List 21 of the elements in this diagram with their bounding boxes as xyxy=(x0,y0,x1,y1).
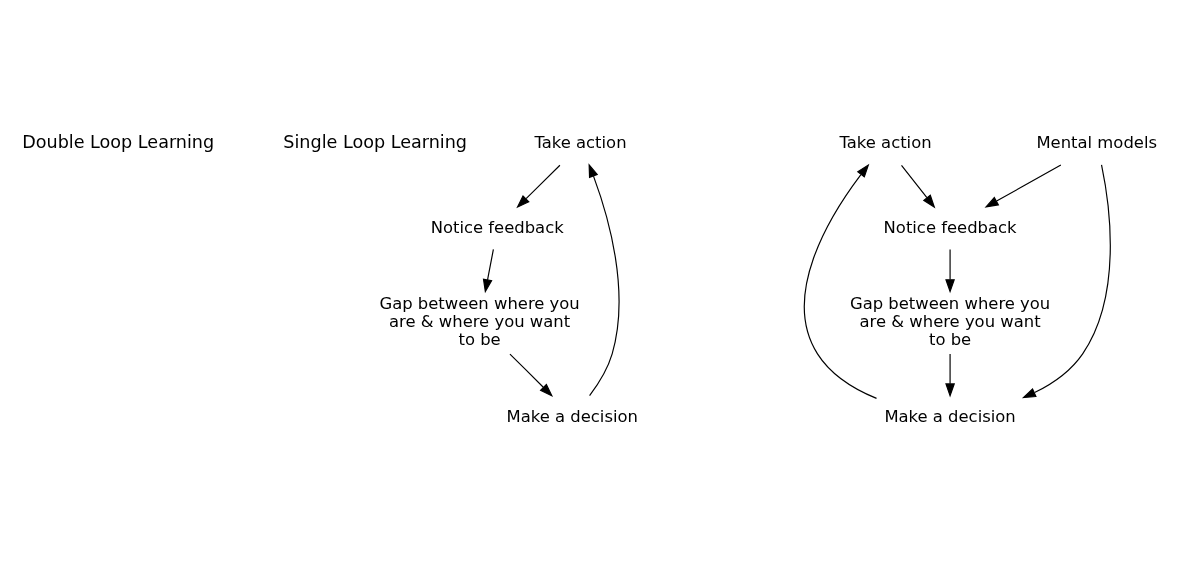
arrow xyxy=(1021,164,1111,399)
node-text: Gap between where you are & where you want to be xyxy=(379,294,580,349)
arrow xyxy=(984,164,1062,208)
label: Single Loop Learning xyxy=(283,131,468,152)
node-text: Gap between where you are & where you want to be xyxy=(849,294,1051,349)
arrow xyxy=(900,164,936,209)
node-text: Notice feedback xyxy=(430,217,564,237)
node-text: Make a decision xyxy=(506,406,638,426)
label: Double Loop Learning xyxy=(22,131,215,152)
arrow xyxy=(945,353,955,398)
arrow xyxy=(509,353,554,397)
node-text: Take action xyxy=(839,133,932,153)
node-text: Make a decision xyxy=(884,406,1016,426)
arrow xyxy=(516,164,561,209)
node-text: Notice feedback xyxy=(883,217,1017,237)
node-text: Mental models xyxy=(1036,133,1158,153)
arrow xyxy=(945,248,955,294)
arrow xyxy=(803,163,878,399)
arrow xyxy=(588,163,620,397)
node-text: Take action xyxy=(534,133,627,153)
arrow xyxy=(482,248,494,294)
